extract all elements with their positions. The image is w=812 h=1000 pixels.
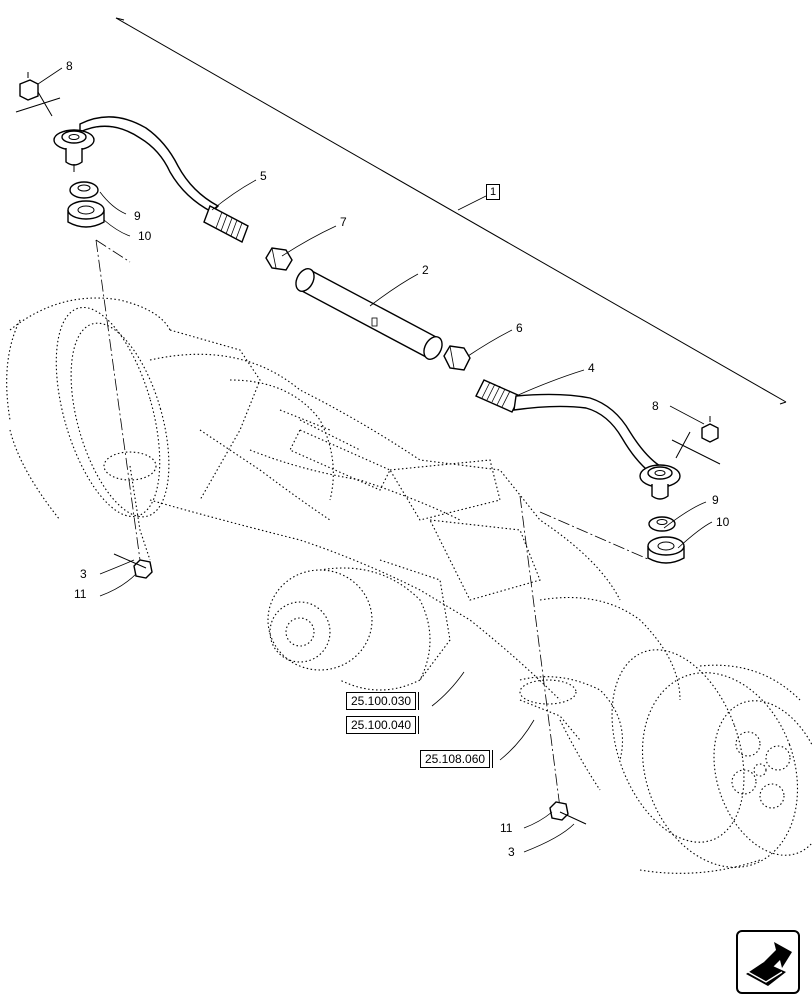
grease-fitting-left xyxy=(15,72,61,117)
washer-right xyxy=(648,516,676,532)
callout-2: 2 xyxy=(422,263,429,277)
center-lines xyxy=(95,239,651,809)
callout-6: 6 xyxy=(516,321,523,335)
callout-10-right: 10 xyxy=(716,515,730,529)
assembly-bracket xyxy=(115,17,787,405)
callout-leaders xyxy=(37,67,713,853)
ref-25-100-030[interactable]: 25.100.030 xyxy=(346,692,417,710)
callout-10-left: 10 xyxy=(138,229,152,243)
nut-right xyxy=(443,345,471,371)
callout-4: 4 xyxy=(588,361,595,375)
callout-9-left: 9 xyxy=(134,209,141,223)
callout-11-right: 11 xyxy=(500,821,513,835)
callout-11-left: 11 xyxy=(74,587,87,601)
callout-9-right: 9 xyxy=(712,493,719,507)
bushing-right xyxy=(647,536,685,564)
nut-left xyxy=(265,247,293,271)
washer-left xyxy=(69,181,99,199)
front-axle-phantom xyxy=(6,297,812,874)
next-page-arrow-icon-glyph xyxy=(746,942,792,986)
callout-8-left: 8 xyxy=(66,59,73,73)
callout-labels: 8 9 10 5 7 2 6 4 8 9 10 3 11 11 3 xyxy=(66,59,730,859)
callout-8-right: 8 xyxy=(652,399,659,413)
callout-7: 7 xyxy=(340,215,347,229)
assembly-ref-box: 1 xyxy=(486,184,500,200)
tie-rod-left xyxy=(53,116,249,243)
adjusting-sleeve xyxy=(295,268,443,360)
next-page-arrow-icon[interactable] xyxy=(736,930,800,994)
callout-5: 5 xyxy=(260,169,267,183)
bushing-left xyxy=(67,200,105,228)
cotter-nut-right xyxy=(549,801,587,825)
grease-fitting-right xyxy=(671,416,721,465)
tie-rod-right xyxy=(475,379,681,500)
ref-25-108-060[interactable]: 25.108.060 xyxy=(420,750,491,768)
callout-3-right: 3 xyxy=(508,845,515,859)
callout-3-left: 3 xyxy=(80,567,87,581)
cotter-nut-left xyxy=(113,553,153,579)
ref-25-100-040[interactable]: 25.100.040 xyxy=(346,716,417,734)
